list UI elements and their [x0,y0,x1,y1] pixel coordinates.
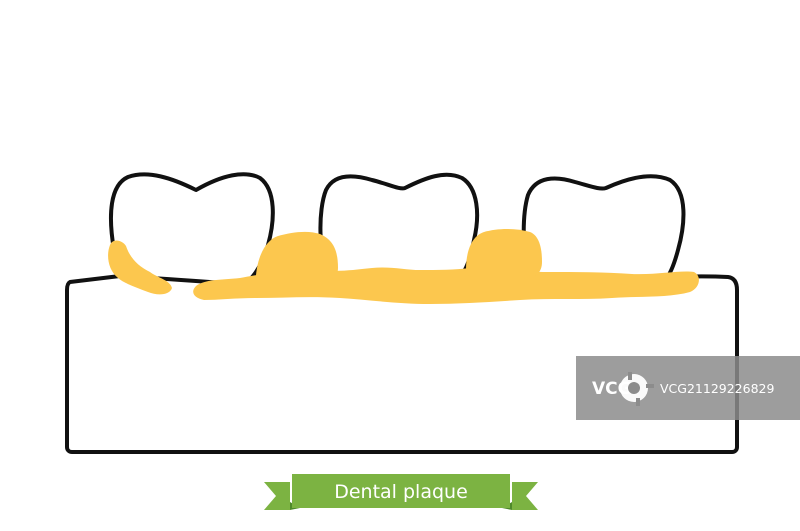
ribbon-label: Dental plaque [334,481,468,503]
ribbon-body [292,474,510,508]
ribbon-right-tail [512,482,538,510]
watermark-box [576,356,800,420]
vcg-logo-icon [620,372,654,406]
tooth-right [521,174,686,282]
plaque-deposits [108,229,699,304]
plaque-left-tooth [108,240,172,295]
watermark: VCG VCG21129226829 [576,356,800,420]
plaque-mound-2 [466,229,542,281]
watermark-id-text: VCG21129226829 [660,381,774,396]
ribbon-banner: Dental plaque [264,474,538,510]
ribbon-left-tail [264,482,290,510]
plaque-mound-1 [256,231,338,282]
